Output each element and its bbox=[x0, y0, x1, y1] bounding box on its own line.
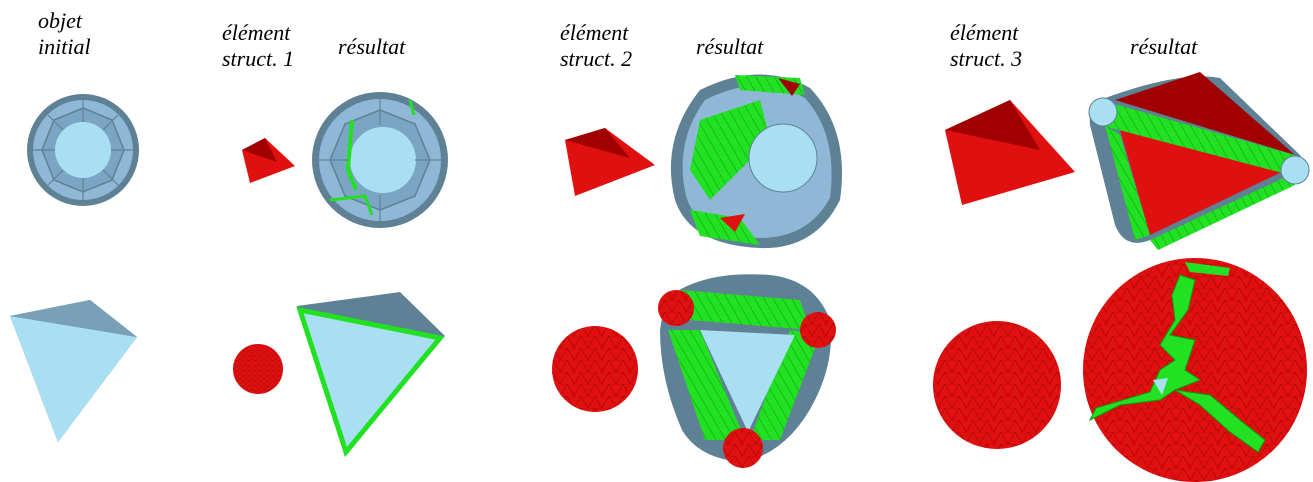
result2-red-face bbox=[720, 214, 745, 232]
rt2-green-right bbox=[750, 330, 820, 440]
result2-green-band-bottom bbox=[690, 210, 760, 245]
label-resultat-3: résultat bbox=[1130, 34, 1198, 59]
label-line: objet bbox=[38, 8, 82, 33]
sphere1-mesh bbox=[233, 344, 283, 394]
result-3-sphere bbox=[1083, 258, 1307, 482]
struct-element-1-tetrahedron bbox=[242, 138, 295, 183]
struct-element-3-sphere bbox=[933, 321, 1061, 449]
rt3-green-seam bbox=[1185, 262, 1230, 276]
result-1-tetrahedron bbox=[296, 292, 445, 458]
sphere3-mesh bbox=[933, 321, 1061, 449]
tetra-face bbox=[242, 138, 295, 183]
rt2-front-face bbox=[700, 330, 795, 432]
rt2-green-top bbox=[680, 290, 810, 330]
tetra3-face-dark bbox=[945, 100, 1040, 150]
rt2-red-corner-mesh bbox=[800, 312, 836, 348]
rt2-red-corner-mesh bbox=[723, 428, 763, 468]
result-3-tetrahedron bbox=[1088, 72, 1310, 250]
result3-corner-cap bbox=[1088, 97, 1118, 127]
result1-edges bbox=[318, 96, 444, 224]
rt3-sphere-mesh bbox=[1083, 258, 1307, 482]
label-line: élément bbox=[222, 20, 291, 45]
result1-green-seam bbox=[345, 119, 358, 191]
sphere2-mesh bbox=[552, 326, 638, 412]
rt3-blue-face bbox=[1153, 378, 1168, 395]
rt2-green-left bbox=[668, 330, 745, 440]
result1-green-seam bbox=[408, 99, 416, 116]
result-2-polyhedron bbox=[670, 74, 842, 249]
label-objet-initial: objet initial bbox=[38, 8, 91, 60]
result3-face bbox=[1120, 130, 1290, 235]
result3-green-edge-left bbox=[1105, 125, 1150, 240]
label-line: initial bbox=[38, 34, 91, 59]
label-line: struct. 2 bbox=[560, 46, 633, 71]
struct-element-3-tetrahedron bbox=[945, 100, 1075, 205]
label-struct-1: élément struct. 1 bbox=[222, 20, 294, 72]
result-1-polyhedron bbox=[312, 92, 448, 228]
result1-green-seam bbox=[329, 194, 374, 216]
label-struct-3: élément struct. 3 bbox=[950, 20, 1022, 72]
label-resultat-2: résultat bbox=[696, 34, 764, 59]
tetra2-face-dark bbox=[565, 128, 630, 158]
tetra-blue-top bbox=[10, 300, 137, 337]
result3-face-dark bbox=[1115, 72, 1295, 155]
rt3-green-seam bbox=[1174, 389, 1266, 453]
result1-center-face bbox=[350, 127, 416, 193]
polyhedron-edges bbox=[33, 100, 133, 200]
label-line: élément bbox=[560, 20, 629, 45]
label-struct-2: élément struct. 2 bbox=[560, 20, 632, 72]
tetra-face-dark bbox=[242, 138, 277, 162]
result3-corner-cap bbox=[1280, 155, 1310, 185]
label-line: struct. 1 bbox=[222, 46, 295, 71]
result-2-tetrahedron bbox=[658, 274, 836, 468]
struct-element-2-sphere bbox=[552, 326, 638, 412]
rt3-green-seam bbox=[1088, 274, 1202, 422]
result2-green-band bbox=[690, 100, 770, 200]
struct-element-1-sphere bbox=[233, 344, 283, 394]
tetra-blue-front bbox=[10, 316, 137, 442]
label-line: struct. 3 bbox=[950, 46, 1023, 71]
initial-tetrahedron bbox=[10, 300, 137, 442]
result2-center-face bbox=[748, 123, 818, 193]
label-line: élément bbox=[950, 20, 1019, 45]
result2-red-face bbox=[778, 78, 800, 96]
polyhedron-center-face bbox=[55, 122, 111, 178]
initial-polyhedron bbox=[27, 94, 139, 206]
result3-green-edge-bottom bbox=[1150, 175, 1295, 250]
rt2-red-corner-mesh bbox=[658, 290, 694, 326]
struct-element-2-tetrahedron bbox=[565, 128, 655, 196]
result3-green-edge bbox=[1100, 100, 1295, 175]
label-resultat-1: résultat bbox=[338, 34, 406, 59]
rt1-front bbox=[296, 306, 445, 458]
